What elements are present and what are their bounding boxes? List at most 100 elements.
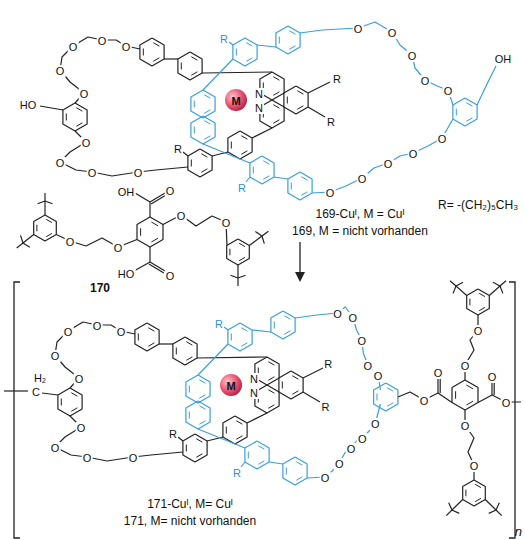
bond-line <box>236 421 242 425</box>
bond-line <box>196 454 202 458</box>
atom-label: O <box>383 158 394 170</box>
bond-line <box>239 243 245 246</box>
compound-label: 170 <box>88 281 112 295</box>
bond-line <box>301 192 307 196</box>
bond-line <box>143 49 144 56</box>
atom-label: O <box>334 458 345 470</box>
bond-line <box>159 343 173 344</box>
bond-line <box>465 490 466 497</box>
label-anchor: O <box>121 38 132 54</box>
label-anchor: HO <box>19 96 38 112</box>
bond-line <box>66 114 67 121</box>
bond-line <box>191 160 192 167</box>
bond-line <box>271 311 295 339</box>
atom-label: O <box>81 137 92 149</box>
label-anchor: O <box>97 32 108 48</box>
polymer-bracket <box>14 282 20 538</box>
atom-label: O <box>501 397 512 409</box>
bond-line <box>38 201 46 204</box>
bond-line <box>479 293 485 296</box>
bond-line <box>196 439 202 443</box>
atom-label: O <box>133 167 144 179</box>
label-anchor: OH <box>117 183 136 199</box>
bond-line <box>297 91 303 95</box>
label-anchor: O <box>348 309 359 325</box>
bond-line <box>456 286 467 296</box>
bond-line <box>140 38 164 66</box>
bond-line <box>241 328 247 332</box>
atom-label: O <box>97 35 108 47</box>
label-anchor: O <box>473 322 484 338</box>
atom-label: O <box>443 85 454 97</box>
bond-line <box>199 395 205 399</box>
bond-line <box>466 385 473 389</box>
bond-line <box>282 382 283 389</box>
bond-line <box>469 299 470 306</box>
atom-label: O <box>357 335 368 347</box>
label-anchor: R <box>332 70 342 86</box>
label-anchor: O <box>357 332 368 348</box>
bond-line <box>479 307 485 310</box>
bond-line <box>456 109 457 116</box>
bond-line <box>203 59 233 90</box>
atom-label: O <box>55 157 66 169</box>
bond-line <box>248 452 249 459</box>
atom-label: OH <box>117 186 136 198</box>
bond-line <box>456 282 463 286</box>
bond-line <box>197 357 267 358</box>
bond-line <box>23 243 30 247</box>
label-anchor: 170 <box>88 279 112 295</box>
bond-line <box>191 57 197 61</box>
bond-line <box>273 77 279 81</box>
atom-label: O <box>128 452 139 464</box>
bond-line <box>246 43 252 47</box>
atom-label: N <box>249 373 259 385</box>
atom-label: O <box>346 443 357 455</box>
atom-label: O <box>353 23 364 35</box>
atom-label: R <box>214 318 224 330</box>
atom-label: O <box>165 185 176 197</box>
bond-line <box>201 154 207 158</box>
bond-line <box>283 457 307 485</box>
label-anchor: R <box>232 464 242 480</box>
atom-label: O <box>79 88 90 100</box>
label-anchor: O <box>460 417 471 433</box>
bond-line <box>466 401 473 405</box>
atom-label: R <box>237 182 247 194</box>
label-anchor: O <box>133 164 144 180</box>
atom-label: O <box>55 65 66 77</box>
atom-label: O <box>113 242 124 254</box>
bond-line <box>252 128 272 138</box>
bond-line <box>253 167 254 174</box>
label-anchor: O <box>50 439 61 455</box>
label-anchor: O <box>353 20 364 36</box>
bond-line <box>466 103 472 107</box>
label-anchor: R <box>237 179 247 195</box>
repeat-index: n <box>515 524 522 539</box>
bond-line <box>202 72 272 73</box>
bond-line <box>241 151 247 155</box>
label-anchor: 171, M= nicht vorhanden <box>122 512 258 528</box>
bond-line <box>23 235 34 244</box>
bond-line <box>231 142 232 149</box>
bond-line <box>475 484 481 487</box>
label-anchor: N <box>254 99 264 115</box>
label-anchor: O <box>433 364 444 380</box>
bond-line <box>446 510 452 516</box>
bond-line <box>34 215 57 241</box>
atom-label: O <box>325 187 336 199</box>
bond-line <box>42 393 58 395</box>
atom-label: O <box>165 270 176 282</box>
atom-label: R <box>219 33 229 45</box>
bond-line <box>273 105 279 109</box>
bond-line <box>489 510 496 513</box>
compound-label: R= -(CH₂)₅CH₃ <box>436 198 520 212</box>
label-anchor: O <box>165 182 176 198</box>
bond-line <box>239 257 245 260</box>
bond-line <box>224 327 228 330</box>
atom-label: O <box>82 452 93 464</box>
label-anchor: O <box>332 305 343 321</box>
bond-line <box>189 386 190 393</box>
label-anchor: O <box>63 323 74 339</box>
bond-line <box>452 500 463 511</box>
